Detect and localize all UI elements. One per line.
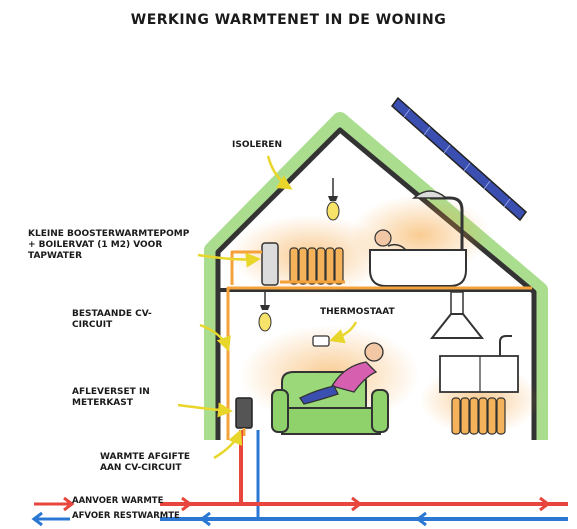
label-booster: KLEINE BOOSTERWARMTEPOMP + BOILERVAT (1 … <box>28 229 189 262</box>
label-afleverset: AFLEVERSET IN METERKAST <box>72 387 150 409</box>
label-thermostaat: THERMOSTAAT <box>320 307 395 318</box>
afleverset-box <box>236 398 252 428</box>
label-aanvoer: AANVOER WARMTE <box>72 496 163 507</box>
label-cv-circuit: BESTAANDE CV- CIRCUIT <box>72 309 152 331</box>
thermostat-device <box>313 336 329 346</box>
label-afvoer: AFVOER RESTWARMTE <box>72 511 180 522</box>
label-afgifte: WARMTE AFGIFTE AAN CV-CIRCUIT <box>100 452 190 474</box>
radiator-lower <box>452 398 505 434</box>
label-isoleren: ISOLEREN <box>232 140 282 151</box>
radiator-upper <box>290 248 343 284</box>
boiler-tank <box>262 243 278 285</box>
